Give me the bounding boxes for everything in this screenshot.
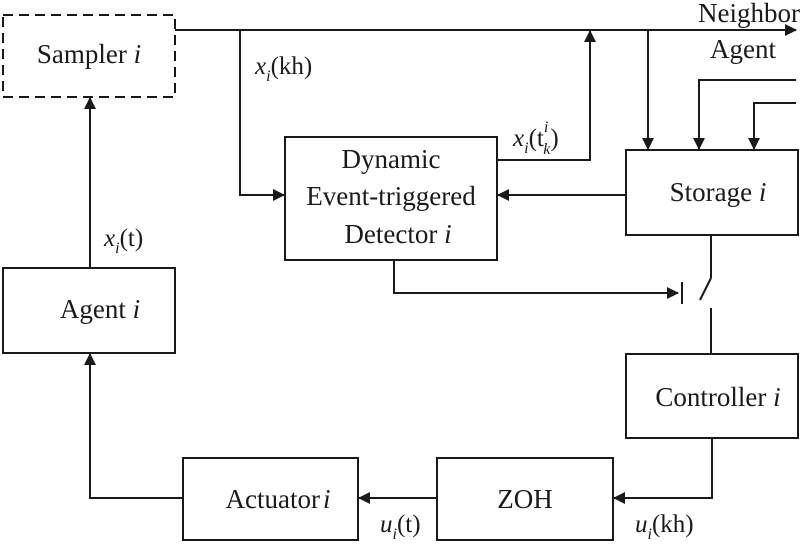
- controller-label: Controller: [655, 382, 766, 412]
- detector-label-line2: Event-triggered: [306, 181, 476, 211]
- detector-label-line3: Detector: [344, 219, 437, 249]
- kh-to-detector-wire: [239, 30, 285, 201]
- signal-u-t: ui(t): [380, 511, 421, 543]
- actuator-index: i: [323, 484, 331, 514]
- sampler-label: Sampler: [37, 39, 127, 69]
- storage-label: Storage: [670, 177, 752, 207]
- zoh-block: ZOH: [436, 457, 614, 541]
- actuator-to-agent-wire: [84, 353, 183, 499]
- neighbor-input-wire-2: [748, 102, 796, 150]
- trigger-to-switch-wire: [393, 260, 679, 299]
- svg-text:Detector i: Detector i: [344, 219, 451, 249]
- neighbor-label-line1: Neighbor: [698, 0, 800, 28]
- neighbor-input-wire-1: [693, 79, 796, 150]
- detector-index: i: [444, 219, 452, 249]
- actuator-label: Actuator: [226, 484, 320, 514]
- controller-to-zoh-wire: [613, 438, 713, 504]
- agent-block: Agent i: [2, 267, 176, 354]
- signal-u-kh: ui(kh): [635, 511, 694, 543]
- detector-label-line1: Dynamic: [342, 144, 441, 174]
- signal-x-t: xi(t): [103, 225, 143, 257]
- svg-text:Storage i: Storage i: [670, 177, 767, 207]
- signal-x-kh: xi(kh): [254, 53, 312, 85]
- controller-block: Controller i: [625, 353, 799, 439]
- detector-output-wire: [497, 30, 596, 161]
- switch: [681, 235, 712, 354]
- agent-index: i: [133, 294, 141, 324]
- controller-index: i: [773, 382, 781, 412]
- sampler-block: Sampler i: [2, 14, 176, 98]
- svg-text:Agent i: Agent i: [60, 294, 140, 324]
- neighbor-label-line2: Agent: [710, 34, 776, 64]
- detector-block: Dynamic Event-triggered Detector i: [284, 136, 498, 261]
- storage-block: Storage i: [625, 149, 799, 236]
- zoh-label: ZOH: [497, 484, 553, 514]
- storage-index: i: [759, 177, 767, 207]
- svg-text:Sampler i: Sampler i: [37, 39, 141, 69]
- agent-label: Agent: [60, 294, 126, 324]
- svg-text:Controller i: Controller i: [655, 382, 780, 412]
- sampler-index: i: [134, 39, 142, 69]
